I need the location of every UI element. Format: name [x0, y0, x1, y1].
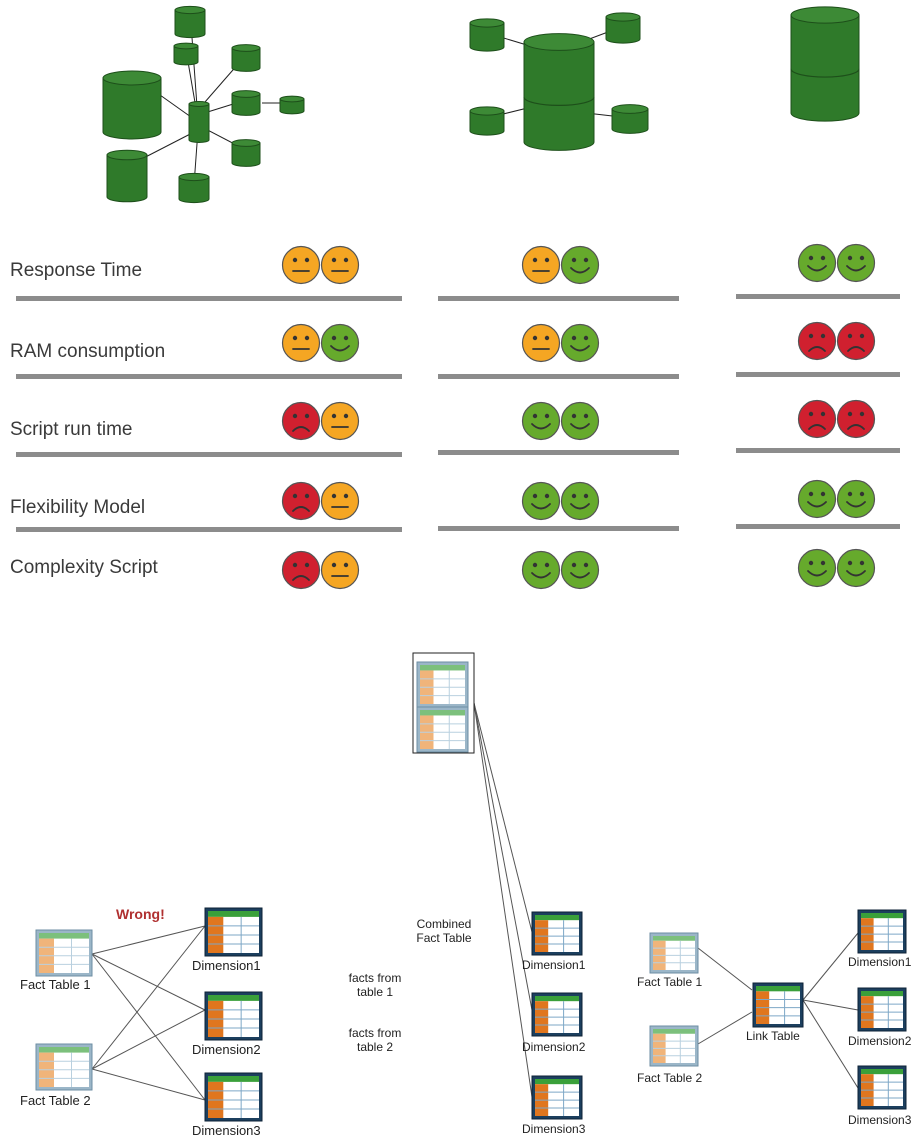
right-dimension2-label: Dimension2: [848, 1034, 911, 1048]
table-icon: [205, 1073, 262, 1121]
right-dimension1-label: Dimension1: [848, 955, 911, 969]
facts-from-table-2-label: facts from table 2: [340, 1026, 410, 1054]
facts1-line-2: table 1: [340, 985, 410, 999]
right-fact-table-1-label: Fact Table 1: [637, 975, 702, 989]
combined-line-2: Fact Table: [414, 931, 474, 945]
table-icon: [205, 992, 262, 1040]
dimension1-label: Dimension1: [192, 958, 261, 973]
relationship-line: [92, 954, 205, 1010]
relationship-line: [92, 926, 205, 954]
table-icon: [532, 993, 582, 1036]
combined-line-1: Combined: [414, 917, 474, 931]
relationship-line: [698, 948, 752, 990]
dimension3-label: Dimension3: [192, 1123, 261, 1138]
table-icon: [858, 1066, 906, 1109]
facts-from-table-1-label: facts from table 1: [340, 971, 410, 999]
relationship-line: [474, 703, 532, 1097]
relationship-line: [92, 1069, 205, 1100]
table-icon: [417, 707, 468, 752]
facts2-line-1: facts from: [340, 1026, 410, 1040]
relationship-line: [92, 926, 205, 1069]
table-icon: [205, 908, 262, 956]
middle-dimension2-label: Dimension2: [522, 1040, 585, 1054]
right-dimension3-label: Dimension3: [848, 1113, 911, 1127]
fact-table-2-label: Fact Table 2: [20, 1093, 91, 1108]
relationship-line: [803, 1000, 858, 1010]
facts2-line-2: table 2: [340, 1040, 410, 1054]
facts1-line-1: facts from: [340, 971, 410, 985]
table-icon: [650, 1026, 698, 1066]
link-table-label: Link Table: [746, 1029, 800, 1043]
combined-fact-table-label: Combined Fact Table: [414, 917, 474, 945]
relationship-line: [698, 1012, 752, 1044]
fact-table-1-label: Fact Table 1: [20, 977, 91, 992]
right-fact-table-2-label: Fact Table 2: [637, 1071, 702, 1085]
table-icon: [650, 933, 698, 973]
table-icon: [36, 930, 92, 976]
table-icon: [858, 910, 906, 953]
middle-dimension3-label: Dimension3: [522, 1122, 585, 1136]
table-icon: [417, 662, 468, 707]
dimension2-label: Dimension2: [192, 1042, 261, 1057]
relationship-line: [92, 954, 205, 1100]
table-icon: [858, 988, 906, 1031]
table-icon: [532, 1076, 582, 1119]
wrong-label: Wrong!: [116, 906, 165, 922]
table-icon: [532, 912, 582, 955]
table-icon: [36, 1044, 92, 1090]
table-icon: [753, 983, 803, 1027]
middle-dimension1-label: Dimension1: [522, 958, 585, 972]
relationship-line: [92, 1010, 205, 1069]
